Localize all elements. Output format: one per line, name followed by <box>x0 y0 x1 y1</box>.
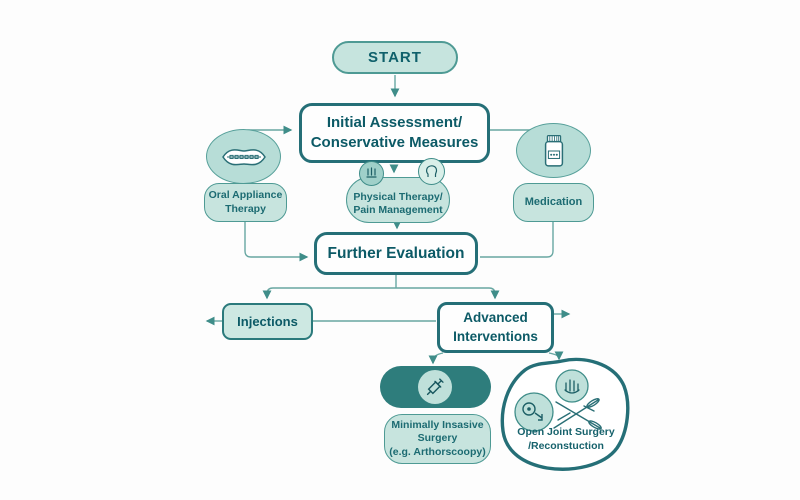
joint-prosthesis-icon <box>514 392 554 432</box>
physical-therapy-node: Physical Therapy/ Pain Management <box>346 177 450 223</box>
mouth-braces-icon <box>221 148 266 165</box>
start-node: START <box>332 41 458 74</box>
medicine-bottle-icon <box>544 134 563 167</box>
exercise-equipment-icon <box>359 161 384 186</box>
medication-ellipse <box>516 123 591 178</box>
crossed-surgical-tools-icon <box>553 398 602 430</box>
minimally-invasive-surgery-node: Minimally Insasive Surgery (e.g. Arthors… <box>384 414 491 464</box>
advanced-interventions-node: Advanced Interventions <box>437 302 554 353</box>
head-jaw-icon <box>418 158 445 185</box>
open-joint-surgery-node: Open Joint Surgery /Reconstuction <box>498 356 633 474</box>
initial-assessment-node: Initial Assessment/ Conservative Measure… <box>299 103 490 163</box>
oral-appliance-therapy-node: Oral Appliance Therapy <box>204 183 287 222</box>
minimally-invasive-pill <box>380 366 491 408</box>
open-joint-surgery-label: Open Joint Surgery /Reconstuction <box>517 426 615 452</box>
oral-appliance-ellipse <box>206 129 281 184</box>
hand-icon <box>555 369 589 403</box>
blob-outline <box>500 357 630 471</box>
medication-node: Medication <box>513 183 594 222</box>
injections-node: Injections <box>222 303 313 340</box>
syringe-icon <box>418 370 452 404</box>
further-evaluation-node: Further Evaluation <box>314 232 478 275</box>
